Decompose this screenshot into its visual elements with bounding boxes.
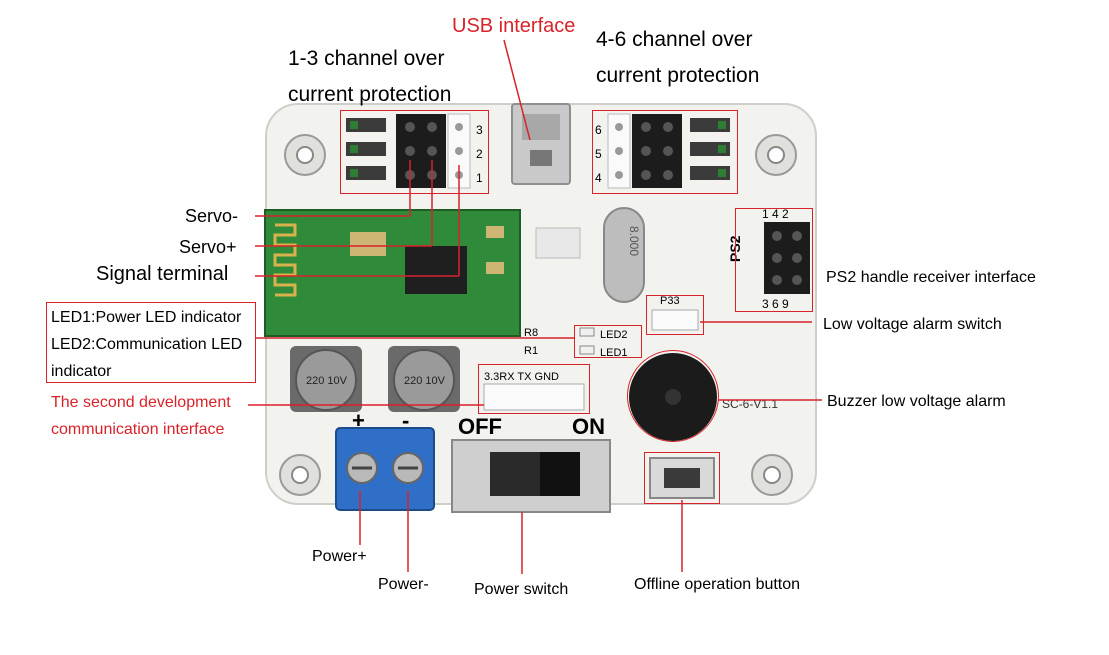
capacitor-2-text: 220 10V: [404, 375, 446, 387]
led2-silkscreen: LED2: [600, 329, 628, 341]
highlight-led-legend: [46, 302, 256, 383]
label-led1-desc: LED1:Power LED indicator: [51, 309, 242, 326]
label-offline-button: Offline operation button: [634, 576, 801, 593]
p33-jumper: [651, 309, 699, 331]
label-buzzer-alarm: Buzzer low voltage alarm: [827, 393, 1006, 410]
p33-silkscreen: P33: [660, 295, 680, 307]
capacitor-1-text: 220 10V: [306, 375, 348, 387]
mount-hole: [279, 454, 321, 496]
highlight-ch46: [592, 110, 738, 194]
led1-silkscreen: LED1: [600, 347, 628, 359]
ps2-pins-top: 1 4 2: [762, 207, 789, 221]
highlight-offline-button: [644, 452, 720, 504]
channel-2-label: 2: [476, 147, 483, 161]
label-led2-desc-line2: indicator: [51, 363, 112, 380]
label-power-minus: Power-: [378, 576, 429, 593]
resistor-array: [535, 227, 581, 259]
mount-hole: [751, 454, 793, 496]
leader-lines: [248, 39, 822, 574]
led1-chip: [579, 345, 595, 355]
channel-4-6-block: [607, 113, 730, 189]
label-ch13-line1: 1-3 channel over: [288, 47, 445, 70]
channel-6-label: 6: [595, 123, 602, 137]
label-second-dev-line2: communication interface: [51, 421, 225, 438]
label-servo-minus: Servo-: [185, 206, 239, 226]
label-ps2-receiver: PS2 handle receiver interface: [826, 269, 1036, 286]
power-terminal: [335, 427, 435, 511]
channel-5-label: 5: [595, 147, 602, 161]
capacitor: [290, 346, 362, 412]
highlight-p33: [646, 295, 704, 335]
ps2-pins-bottom: 3 6 9: [762, 297, 789, 311]
label-power-plus: Power+: [312, 548, 367, 565]
crystal-frequency: 8.000: [627, 226, 641, 256]
r1-silkscreen: R1: [524, 345, 538, 357]
highlight-buzzer: [627, 350, 719, 442]
bluetooth-module: [264, 209, 521, 337]
mount-hole: [755, 134, 797, 176]
label-ch46-line2: current protection: [596, 64, 760, 87]
power-switch-body: [451, 439, 611, 513]
serial-header: [483, 383, 585, 411]
channel-4-label: 4: [595, 171, 602, 185]
highlight-ps2: [735, 208, 813, 312]
channel-3-label: 3: [476, 123, 483, 137]
label-low-voltage-switch: Low voltage alarm switch: [823, 316, 1002, 333]
r8-silkscreen: R8: [524, 327, 538, 339]
usb-connector: [511, 103, 571, 185]
label-usb-interface: USB interface: [452, 15, 576, 37]
label-power-switch: Power switch: [474, 581, 569, 598]
led2-chip: [579, 327, 595, 337]
highlight-leds: [574, 325, 642, 358]
label-second-dev-line1: The second development: [51, 394, 231, 411]
mount-hole: [284, 134, 326, 176]
label-led2-desc-line1: LED2:Communication LED: [51, 336, 243, 353]
label-ch46-line1: 4-6 channel over: [596, 28, 753, 51]
terminal-plus: +: [352, 408, 365, 433]
highlight-serial-header: [478, 364, 590, 414]
highlight-ch13: [340, 110, 489, 194]
capacitor: [388, 346, 460, 412]
offline-button-body: [649, 457, 715, 499]
serial-header-pins: 3.3RX TX GND: [484, 371, 559, 383]
label-signal-terminal: Signal terminal: [96, 263, 229, 285]
crystal-oscillator: [603, 207, 645, 303]
label-ch13-line2: current protection: [288, 83, 452, 106]
channel-1-3-block: [346, 113, 471, 189]
terminal-minus: -: [402, 408, 409, 433]
label-servo-plus: Servo+: [179, 237, 237, 257]
channel-1-label: 1: [476, 171, 483, 185]
switch-off-label: OFF: [458, 414, 502, 439]
board-version: SC-6-V1.1: [722, 397, 778, 411]
switch-on-label: ON: [572, 414, 605, 439]
ps2-header: [764, 222, 810, 294]
